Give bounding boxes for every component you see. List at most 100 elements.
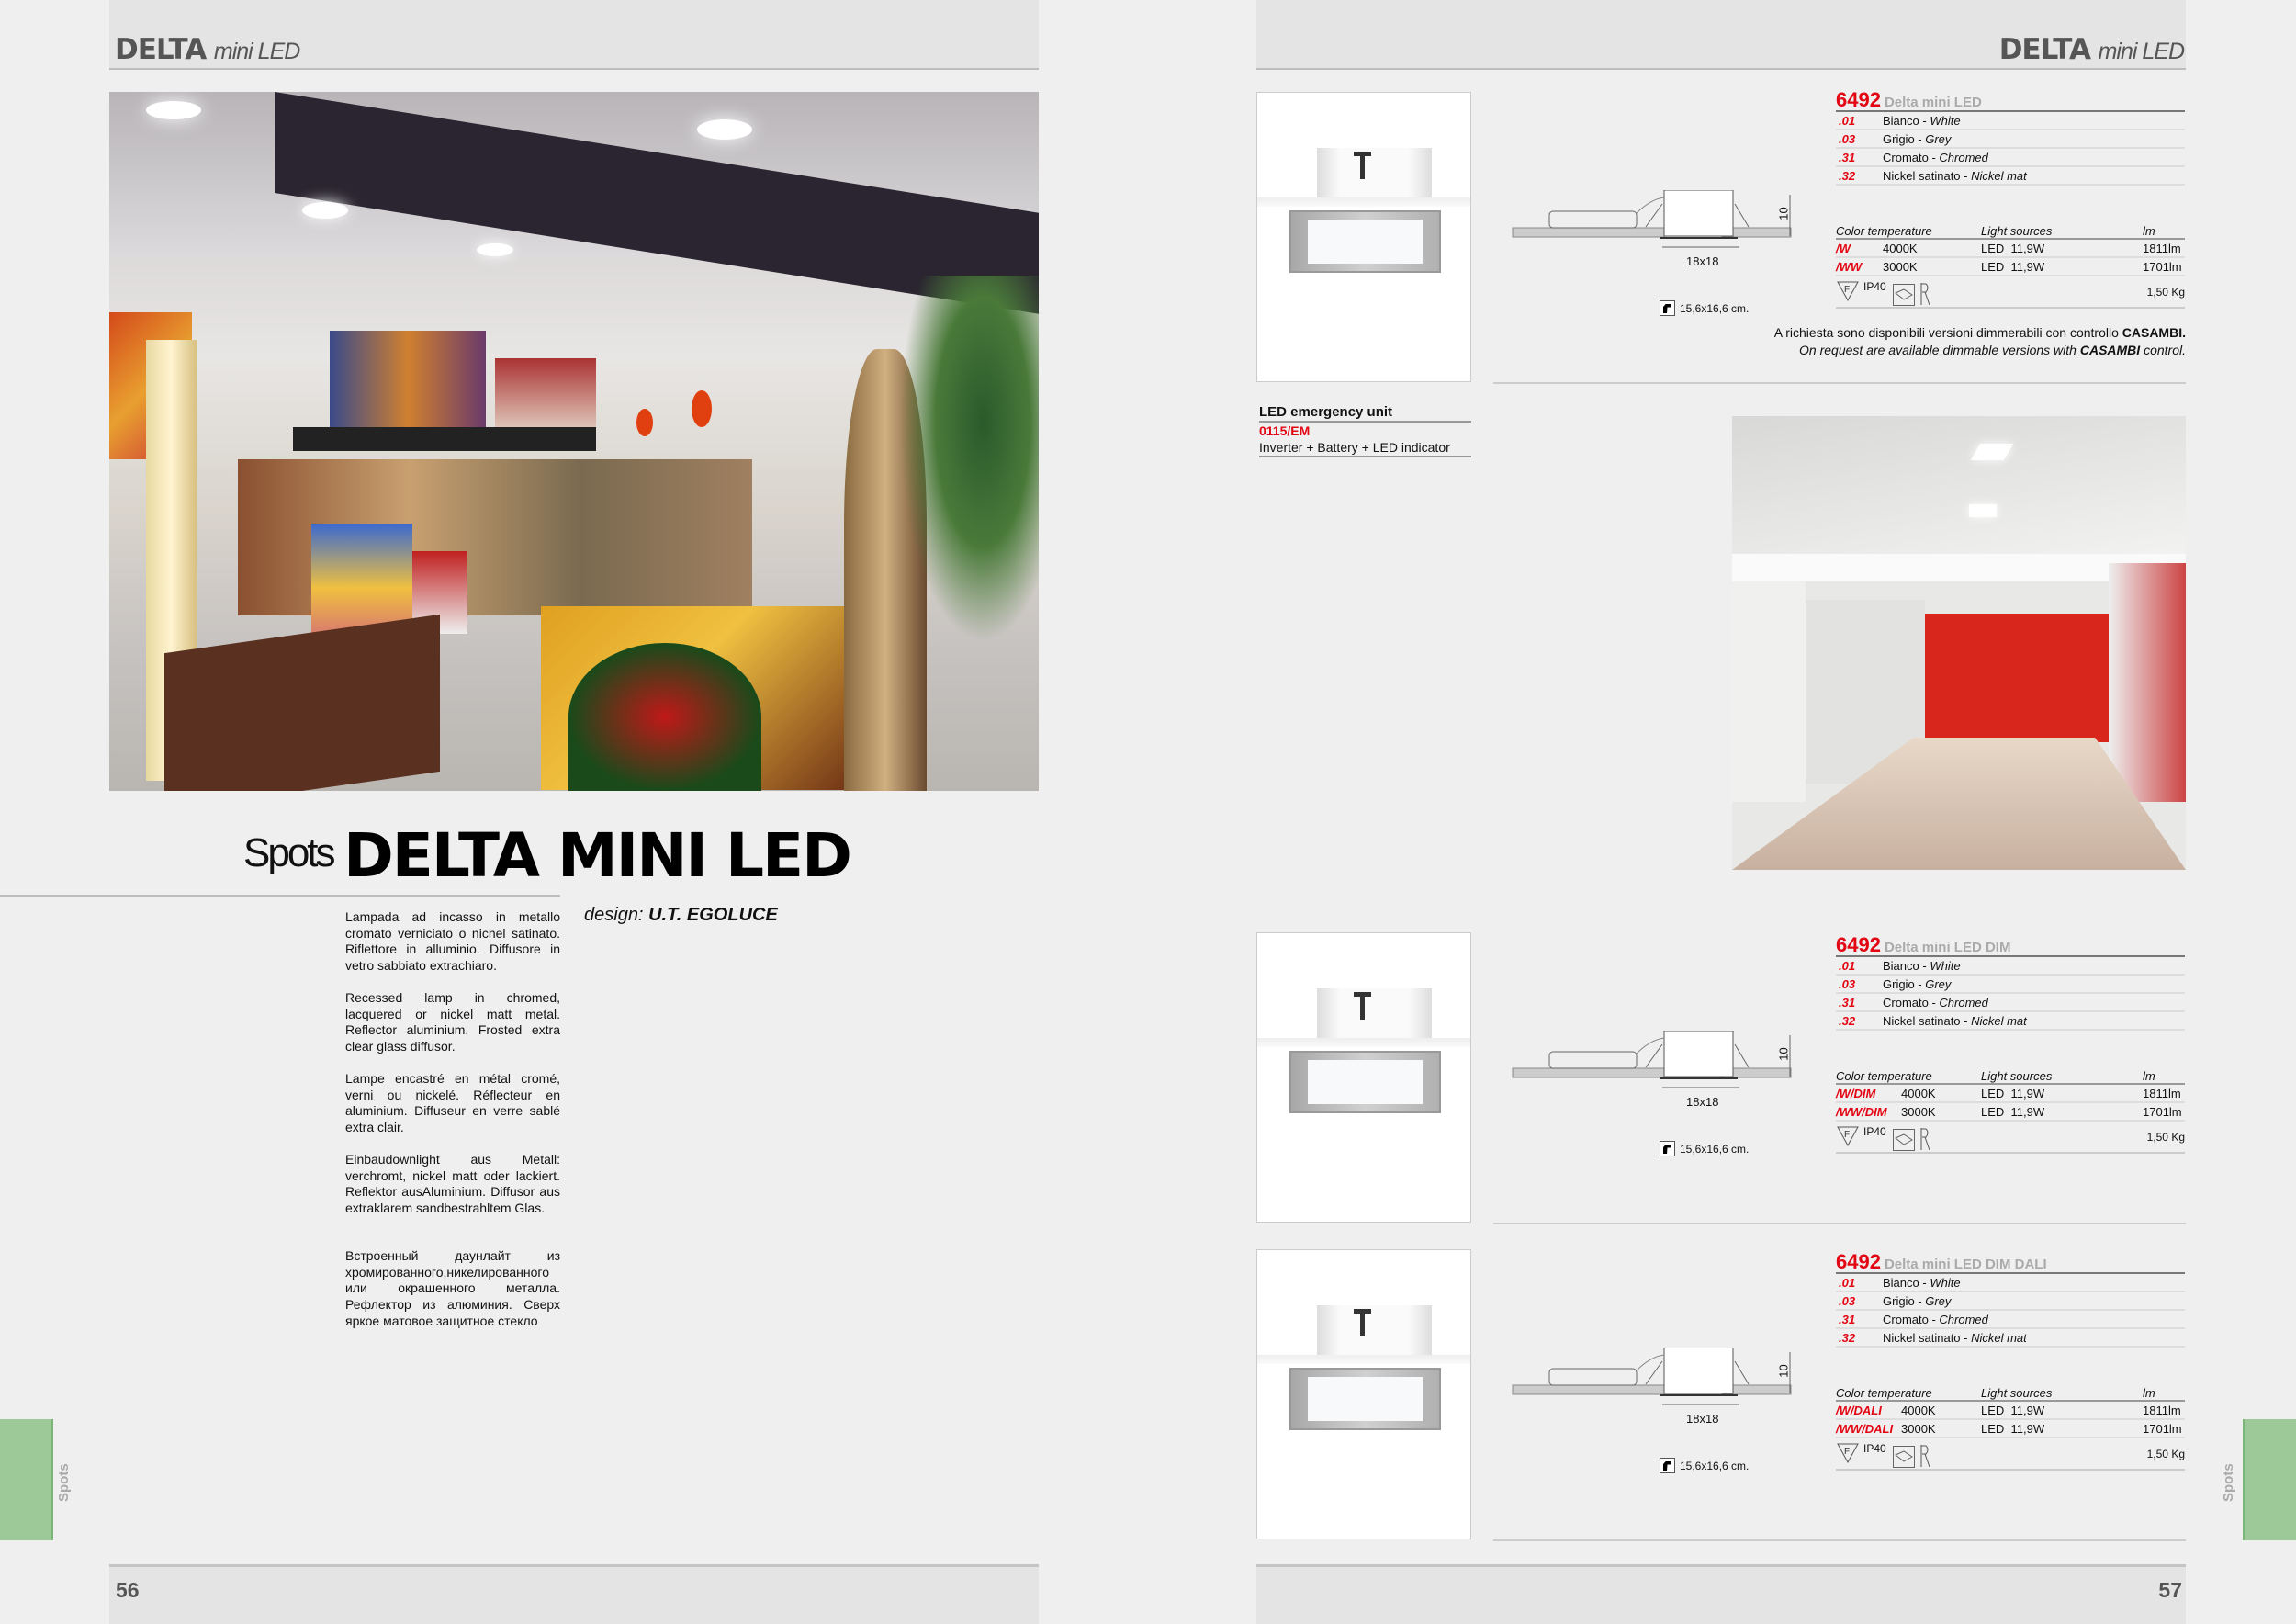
finish-en: Chromed	[1939, 996, 1988, 1009]
cutout-icon	[1660, 1458, 1675, 1473]
f-mark-icon: F	[1837, 281, 1859, 301]
color-temp: 3000K	[1901, 1105, 1936, 1119]
note-en-bold: CASAMBI	[2079, 343, 2141, 357]
description-fr: Lampe encastré en métal cromé, verni ou …	[345, 1070, 560, 1134]
finish-it: Nickel satinato -	[1883, 1331, 1972, 1345]
finish-en: Grey	[1925, 132, 1952, 146]
side-tab-spots-left[interactable]	[0, 1419, 53, 1540]
light-source: LED 11,9W	[1981, 1422, 2045, 1436]
installation-icon	[1920, 1128, 1930, 1151]
cutout-value: 15,6x16,6 cm.	[1680, 1459, 1750, 1472]
brand-italic: mini LED	[213, 39, 300, 64]
f-mark-icon: F	[1837, 1443, 1859, 1463]
product-description: Lampada ad incasso in metallo cromato ve…	[345, 909, 560, 1346]
variant-code: /W/DALI	[1836, 1404, 1882, 1417]
side-tab-spots-right[interactable]	[2243, 1419, 2296, 1540]
product-name: Delta mini LED	[1884, 95, 1982, 110]
description-it: Lampada ad incasso in metallo cromato ve…	[345, 909, 560, 973]
finish-en: White	[1930, 114, 1961, 128]
certification-row: F IP40 1,50 Kg	[1836, 1438, 2185, 1471]
cutout-size: 15,6x16,6 cm.	[1660, 1458, 1749, 1473]
header-color-temp: Color temperature	[1836, 224, 1932, 238]
finish-code: .01	[1839, 114, 1856, 128]
ip-rating: IP40	[1863, 280, 1886, 293]
finish-code: .32	[1839, 1331, 1856, 1345]
product-image	[1256, 932, 1471, 1223]
dimension-size: 18x18	[1686, 1095, 1719, 1109]
cutout-icon	[1660, 1141, 1675, 1156]
lumen: 1701lm	[2143, 260, 2182, 274]
cutout-value: 15,6x16,6 cm.	[1680, 1142, 1750, 1156]
f-mark-icon: F	[1837, 1126, 1859, 1146]
finish-desc: Cromato - Chromed	[1883, 1311, 1988, 1328]
emergency-desc: Inverter + Battery + LED indicator	[1259, 439, 1471, 457]
light-source: LED 11,9W	[1981, 242, 2045, 255]
technical-drawing: 18x18 10 15,6x16,6 cm.	[1508, 190, 1802, 383]
finish-desc: Nickel satinato - Nickel mat	[1883, 1012, 2027, 1030]
variant-code: /WW/DIM	[1836, 1105, 1887, 1119]
header-color-temp: Color temperature	[1836, 1386, 1932, 1400]
finish-en: Chromed	[1939, 1313, 1988, 1326]
color-temp: 4000K	[1883, 242, 1918, 255]
header-lm: lm	[2143, 1069, 2155, 1083]
ip-rating: IP40	[1863, 1442, 1886, 1455]
product-divider	[1493, 1539, 2186, 1541]
side-tab-label: Spots	[2221, 1463, 2236, 1502]
product-image	[1256, 1249, 1471, 1539]
product-image	[1256, 92, 1471, 382]
technical-drawing: 18x18 10 15,6x16,6 cm.	[1508, 1031, 1802, 1224]
note-en-post: control.	[2140, 343, 2186, 357]
brand-italic: mini LED	[2098, 39, 2185, 64]
category-title: Spots	[243, 830, 336, 875]
color-temp: 3000K	[1883, 260, 1918, 274]
finish-desc: Bianco - White	[1883, 112, 1961, 130]
finish-desc: Nickel satinato - Nickel mat	[1883, 1329, 2027, 1347]
description-de: Einbaudownlight aus Metall: verchromt, n…	[345, 1151, 560, 1215]
designer-name: U.T. EGOLUCE	[648, 905, 778, 925]
finish-en: Nickel mat	[1971, 169, 2027, 183]
brand-title: DELTA mini LED	[1998, 33, 2185, 66]
light-source: LED 11,9W	[1981, 1404, 2045, 1417]
product-code: 6492	[1836, 88, 1881, 111]
left-page-header: DELTA mini LED	[109, 0, 1039, 70]
light-source: LED 11,9W	[1981, 260, 2045, 274]
header-light-sources: Light sources	[1981, 1069, 2053, 1083]
variant-code: /WW/DALI	[1836, 1422, 1894, 1436]
product-name: Delta mini LED DIM	[1884, 940, 2011, 955]
product-name: Delta mini LED DIM DALI	[1884, 1257, 2047, 1272]
right-page-footer: 57	[1256, 1564, 2186, 1624]
lumen: 1701lm	[2143, 1105, 2182, 1119]
brand-bold: DELTA	[1998, 33, 2091, 66]
installation-photo	[1732, 416, 2186, 870]
lumen: 1701lm	[2143, 1422, 2182, 1436]
finish-it: Grigio -	[1883, 132, 1926, 146]
header-lm: lm	[2143, 224, 2155, 238]
finish-it: Bianco -	[1883, 1276, 1930, 1290]
finish-row: .32 Nickel satinato - Nickel mat	[1836, 1329, 2185, 1348]
color-temp: 4000K	[1901, 1087, 1936, 1100]
light-source: LED 11,9W	[1981, 1087, 2045, 1100]
finish-it: Bianco -	[1883, 114, 1930, 128]
svg-text:F: F	[1844, 285, 1850, 295]
finish-desc: Cromato - Chromed	[1883, 994, 1988, 1011]
finish-it: Cromato -	[1883, 996, 1940, 1009]
emergency-title: LED emergency unit	[1259, 404, 1471, 423]
casambi-note: A richiesta sono disponibili versioni di…	[1774, 324, 2186, 359]
finish-en: White	[1930, 959, 1961, 973]
insulation-box-icon	[1893, 284, 1915, 306]
svg-text:F: F	[1844, 1130, 1850, 1140]
insulation-box-icon	[1893, 1446, 1915, 1468]
